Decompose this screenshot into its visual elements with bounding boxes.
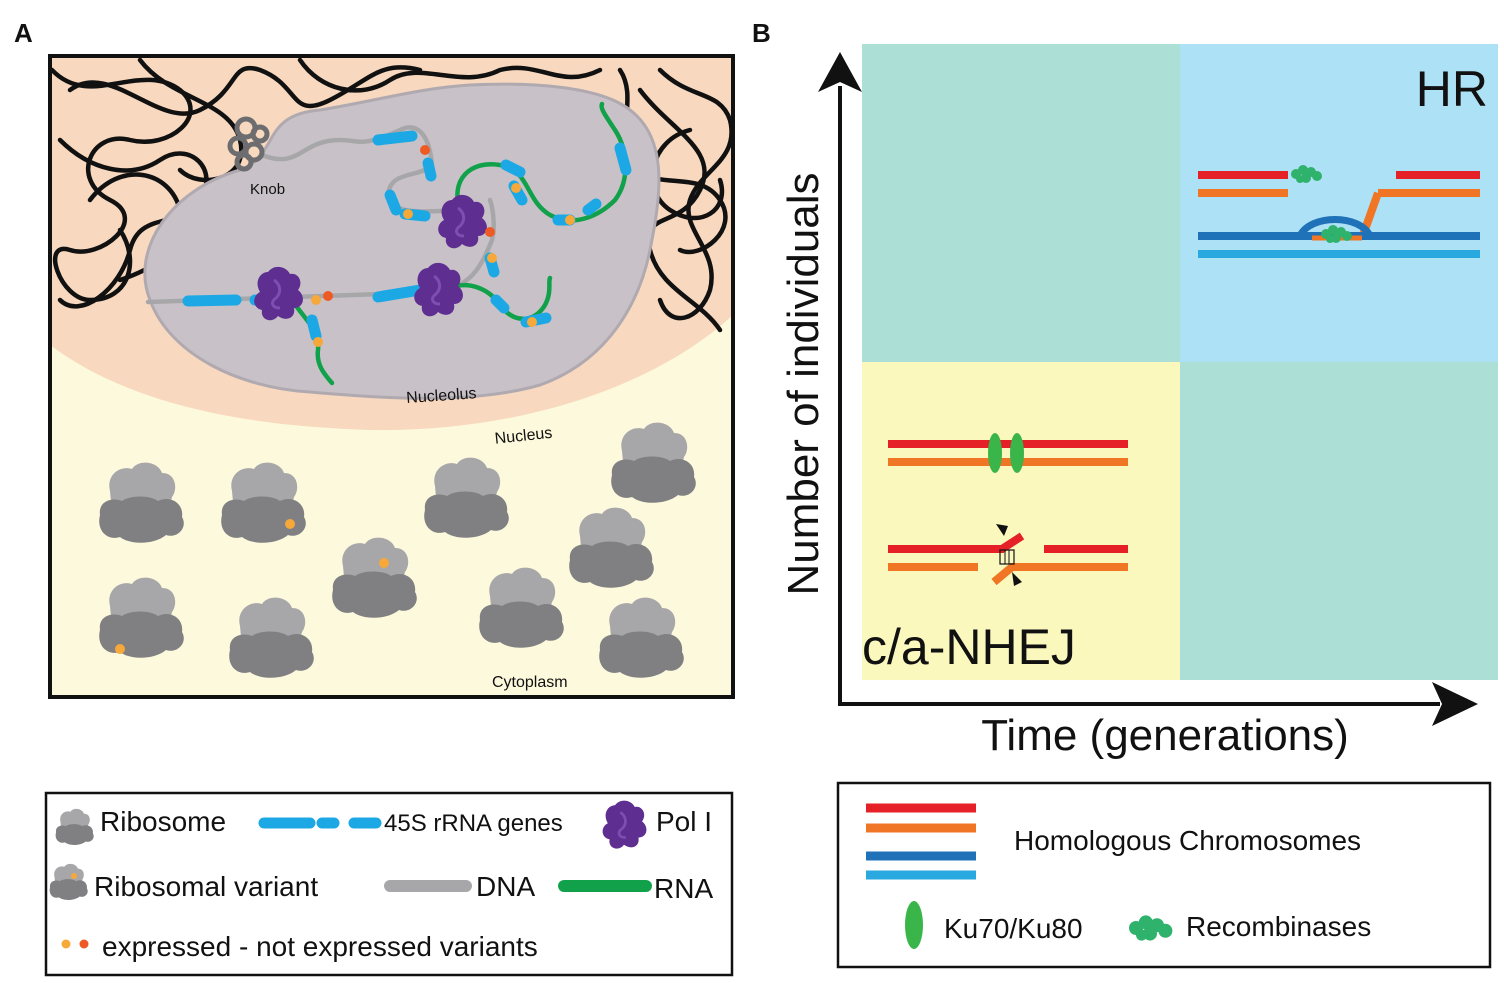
hr-illustration [1198,165,1480,258]
panel-a-letter: A [14,18,33,48]
nucleus-label: Nucleus [494,425,553,448]
legend-pol1: Pol I [656,806,712,837]
panel-b-letter: B [752,18,771,48]
nhej-label: c/a-NHEJ [862,619,1076,675]
quadrant-top-left [862,44,1180,362]
quadrant-bottom-right [1180,362,1498,680]
y-axis-label: Number of individuals [779,172,828,595]
quadrant-bottom-left [862,362,1180,680]
variant-dots [311,145,575,347]
panel-b-quadrants [862,44,1498,680]
expressed-variant-dot [115,644,125,654]
ku-legend-icon [905,901,923,949]
legend-homologous: Homologous Chromosomes [1014,825,1361,856]
homologous-chromosomes-icon [866,803,976,880]
legend-ku: Ku70/Ku80 [944,913,1083,944]
nhej-illustration [888,433,1128,586]
panel-a-legend: Ribosome 45S rRNA genes Pol I Ribosomal … [44,791,734,977]
panel-a-frame [48,54,735,699]
panel-a-cell-diagram: Knob Nucleolus Nucleus Cytoplasm [50,56,733,697]
x-axis-label: Time (generations) [981,711,1349,760]
hr-label: HR [1416,61,1488,117]
ku-icon [1010,433,1024,473]
expressed-dot-icon [61,939,71,949]
legend-ribosome: Ribosome [100,806,226,837]
legend-ribosomal-variant: Ribosomal variant [94,871,318,902]
cut-arrow-icon [1012,572,1022,586]
x-axis-arrow-icon [1432,682,1478,726]
ku-icon [988,433,1002,473]
legend-rrna-genes: 45S rRNA genes [384,810,563,837]
y-axis-arrow-icon [818,52,862,92]
legend-rna: RNA [654,873,713,904]
not-expressed-dot-icon [79,939,89,949]
expressed-variant-dot [285,519,295,529]
cut-arrow-icon [996,524,1008,536]
nucleolus-label: Nucleolus [406,385,477,407]
legend-variants: expressed - not expressed variants [102,931,538,962]
legend-dna: DNA [476,871,535,902]
legend-recombinases: Recombinases [1186,911,1371,942]
knob-label: Knob [250,181,285,198]
panel-b-axes [818,52,1478,726]
expressed-variant-dot [379,558,389,568]
quadrant-top-right [1180,44,1498,362]
knob-icon [227,116,270,172]
cytoplasm-label: Cytoplasm [492,674,568,691]
panel-b-legend: Homologous Chromosomes Ku70/Ku80 Recombi… [836,781,1492,969]
